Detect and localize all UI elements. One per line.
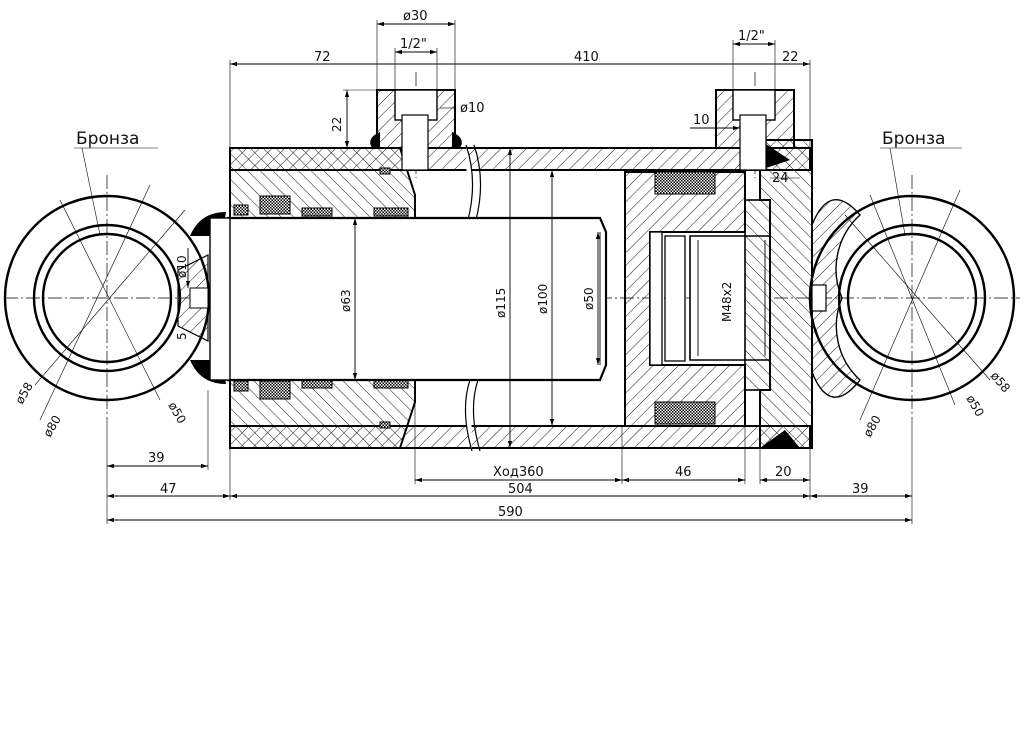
dim-d10-left: ø10 [175, 255, 189, 278]
dim-d10-top: ø10 [460, 101, 485, 116]
left-eye [3, 184, 226, 421]
piston [624, 171, 771, 427]
dim-d63: ø63 [339, 289, 353, 312]
end-cap [759, 139, 827, 449]
port-right [715, 89, 795, 171]
dim-46: 46 [675, 465, 692, 480]
dim-stroke: Ход360 [493, 465, 544, 480]
dim-504: 504 [508, 482, 533, 497]
dim-590: 590 [498, 505, 523, 520]
dim-47: 47 [160, 482, 177, 497]
dim-72: 72 [314, 50, 331, 65]
bronze-label-right: Бронза [882, 129, 945, 149]
dim-39-left: 39 [148, 451, 165, 466]
dim-d50-rod: ø50 [582, 287, 596, 310]
dim-d30: ø30 [403, 9, 428, 24]
dim-d50-left: ø50 [165, 400, 188, 427]
port-left [370, 89, 462, 171]
dim-m48: M48x2 [720, 282, 734, 322]
dim-22-top: 22 [782, 50, 799, 65]
dim-10: 10 [693, 113, 710, 128]
dim-39-right: 39 [852, 482, 869, 497]
dim-d115: ø115 [494, 288, 508, 318]
dim-d80-left: ø80 [40, 413, 63, 440]
dim-thread-left: 1/2" [400, 37, 427, 52]
dim-d50-right: ø50 [963, 393, 986, 420]
dim-d58-right: ø58 [988, 369, 1013, 395]
dim-20: 20 [775, 465, 792, 480]
dim-thread-right: 1/2" [738, 29, 765, 44]
dim-24: 24 [772, 171, 789, 186]
dim-d58-left: ø58 [12, 380, 35, 407]
dim-d80-right: ø80 [860, 413, 883, 440]
dimension-lines [74, 20, 962, 524]
dim-d100: ø100 [536, 284, 550, 314]
right-eye [808, 189, 1016, 421]
gland [229, 147, 416, 449]
bronze-label-left: Бронза [76, 129, 139, 149]
dim-5: 5 [175, 332, 189, 340]
dim-22-vertical: 22 [330, 117, 344, 132]
dim-410: 410 [574, 50, 599, 65]
